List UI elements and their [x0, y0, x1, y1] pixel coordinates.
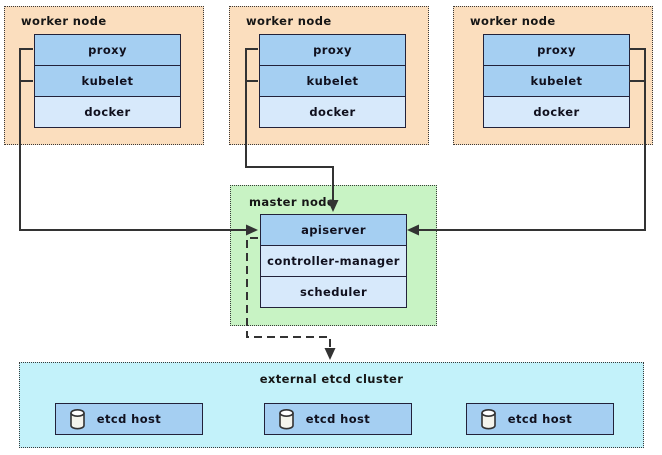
- docker-box: docker: [259, 96, 406, 128]
- scheduler-box: scheduler: [260, 276, 407, 308]
- etcd-host-1: etcd host: [55, 403, 203, 435]
- master-node-title: master node: [249, 195, 336, 209]
- controller-manager-box: controller-manager: [260, 245, 407, 277]
- worker-node-2: worker node proxy kubelet docker: [229, 6, 429, 145]
- proxy-box: proxy: [259, 34, 406, 66]
- database-cylinder-icon: [278, 408, 295, 430]
- proxy-box: proxy: [483, 34, 630, 66]
- apiserver-box: apiserver: [260, 214, 407, 246]
- database-cylinder-icon: [69, 408, 86, 430]
- worker-node-2-title: worker node: [246, 14, 332, 28]
- worker-node-2-stack: proxy kubelet docker: [259, 34, 406, 128]
- database-cylinder-icon: [480, 408, 497, 430]
- proxy-box: proxy: [34, 34, 181, 66]
- docker-box: docker: [34, 96, 181, 128]
- worker-node-3: worker node proxy kubelet docker: [453, 6, 653, 145]
- master-node-stack: apiserver controller-manager scheduler: [260, 214, 407, 308]
- kubelet-box: kubelet: [259, 65, 406, 97]
- etcd-host-label: etcd host: [96, 412, 162, 426]
- docker-box: docker: [483, 96, 630, 128]
- etcd-host-3: etcd host: [466, 403, 614, 435]
- etcd-host-label: etcd host: [305, 412, 371, 426]
- worker-node-1: worker node proxy kubelet docker: [4, 6, 204, 145]
- worker-node-3-title: worker node: [470, 14, 556, 28]
- external-etcd-cluster: external etcd cluster etcd host etcd hos…: [19, 362, 644, 448]
- etcd-host-label: etcd host: [507, 412, 573, 426]
- kubelet-box: kubelet: [483, 65, 630, 97]
- etcd-cluster-title: external etcd cluster: [259, 372, 404, 386]
- kubelet-box: kubelet: [34, 65, 181, 97]
- master-node: master node apiserver controller-manager…: [230, 185, 437, 326]
- etcd-host-2: etcd host: [264, 403, 412, 435]
- worker-node-1-title: worker node: [21, 14, 107, 28]
- worker-node-3-stack: proxy kubelet docker: [483, 34, 630, 128]
- worker-node-1-stack: proxy kubelet docker: [34, 34, 181, 128]
